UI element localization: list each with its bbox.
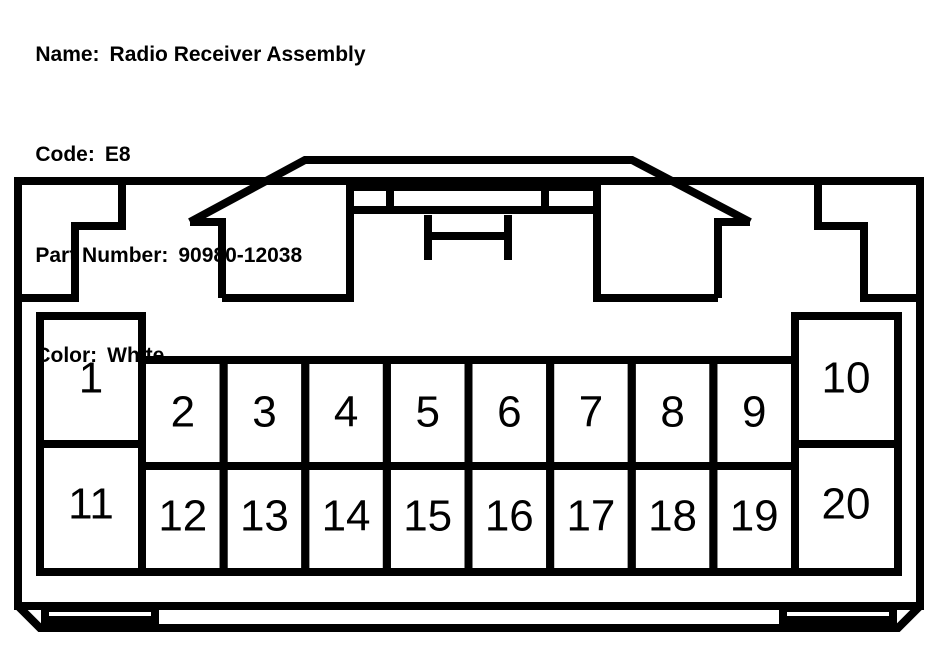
pin-label-5: 5 (415, 388, 439, 437)
pin-label-13: 13 (240, 492, 289, 541)
left-guide-notch (18, 181, 126, 302)
name-row: Name: Radio Receiver Assembly (12, 4, 366, 105)
part-number-row: Part Number: 90980-12038 (12, 205, 366, 306)
lock-latch-outline (222, 183, 718, 302)
bottom-left-key (41, 604, 159, 624)
pin-label-4: 4 (334, 388, 358, 437)
housing-bottom-skirt (15, 603, 923, 632)
pin-label-3: 3 (252, 388, 276, 437)
code-label: Code: (35, 143, 95, 166)
part-number-value: 90980-12038 (178, 243, 303, 267)
lock-hood-outline (188, 156, 752, 226)
right-guide-notch (814, 181, 920, 302)
pin-label-11: 11 (68, 480, 114, 529)
pin-label-6: 6 (497, 388, 521, 437)
pin-label-15: 15 (403, 492, 452, 541)
pin-label-17: 17 (566, 492, 615, 541)
pin-label-14: 14 (322, 492, 371, 541)
lock-hood-right-side (714, 218, 750, 298)
pin-label-2: 2 (171, 388, 195, 437)
pin-label-8: 8 (660, 388, 684, 437)
name-label: Name: (35, 42, 100, 66)
pin-label-1: 1 (79, 354, 103, 403)
pin-label-10: 10 (822, 354, 871, 403)
code-value: E8 (104, 143, 131, 166)
pin-label-9: 9 (742, 388, 766, 437)
name-value: Radio Receiver Assembly (109, 42, 366, 66)
connector-info: Name: Radio Receiver Assembly Code: E8 Par… (12, 4, 366, 406)
pin-label-18: 18 (648, 492, 697, 541)
pin-label-16: 16 (485, 492, 534, 541)
part-number-label: Part Number: (35, 243, 169, 267)
bottom-right-key (779, 604, 897, 624)
pin-label-12: 12 (158, 492, 207, 541)
pin-cavity-19 (709, 462, 799, 576)
lock-hood-left-side (190, 218, 226, 298)
color-label: Color: (35, 344, 98, 367)
connector-housing-outline (14, 177, 924, 610)
pin-label-19: 19 (730, 492, 779, 541)
pin-label-7: 7 (579, 388, 603, 437)
code-row: Code: E8 (12, 105, 366, 206)
pin-label-20: 20 (822, 480, 871, 529)
